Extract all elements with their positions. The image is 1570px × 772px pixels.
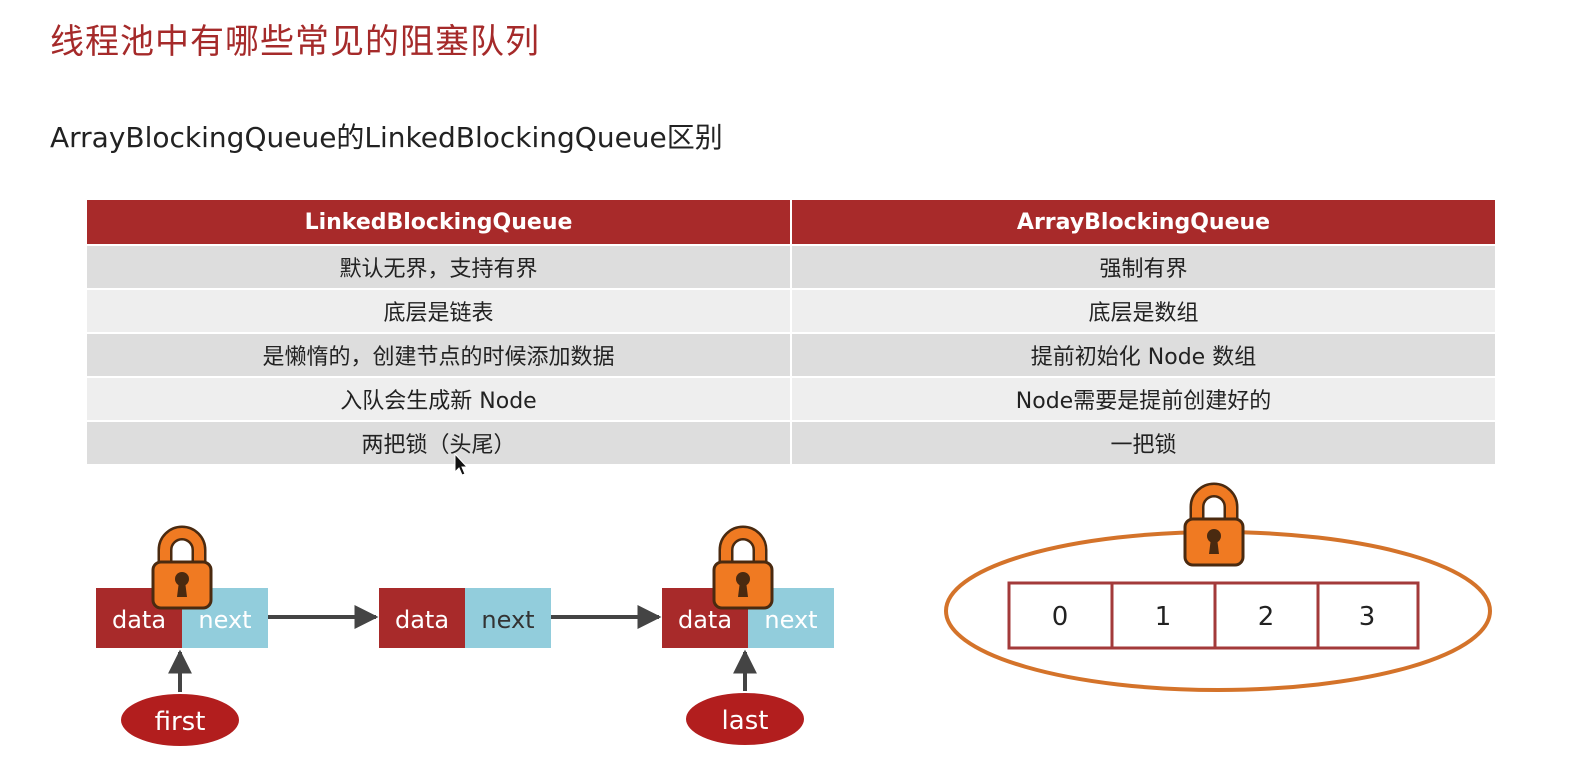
- first-pointer: [119, 692, 241, 748]
- node-next-label: next: [198, 606, 251, 634]
- node-next-label: next: [481, 606, 534, 634]
- node-data-label: data: [112, 606, 166, 634]
- slide-title: 线程池中有哪些常见的阻塞队列: [50, 22, 540, 62]
- array-cell-label: 0: [1052, 602, 1069, 632]
- array-diagram: 0 1 2 3: [944, 490, 1492, 692]
- table-row: 默认无界，支持有界 强制有界: [87, 244, 1495, 289]
- table-cell: 一把锁: [791, 420, 1495, 464]
- last-pointer: [684, 691, 806, 747]
- node-data-label: data: [678, 606, 732, 634]
- node-next-cell: [465, 588, 551, 648]
- list-node-2: data next: [379, 588, 551, 648]
- table-row: 入队会生成新 Node Node需要是提前创建好的: [87, 376, 1495, 421]
- table-cell: 提前初始化 Node 数组: [791, 332, 1495, 377]
- mouse-cursor-icon: [454, 452, 469, 476]
- array-cell: [1007, 581, 1114, 650]
- table-cell: 底层是数组: [791, 288, 1495, 333]
- table-header-row: LinkedBlockingQueue ArrayBlockingQueue: [87, 200, 1495, 245]
- table-cell: 两把锁（头尾）: [87, 420, 792, 464]
- table-cell: 入队会生成新 Node: [87, 376, 792, 421]
- array-cell-label: 1: [1155, 602, 1172, 632]
- node-data-cell: [379, 588, 465, 648]
- linked-list-diagram: data next data next data next first last: [96, 533, 834, 748]
- table-cell: 底层是链表: [87, 288, 792, 333]
- array-cell: [1213, 581, 1320, 650]
- array-cell-label: 2: [1258, 602, 1275, 632]
- last-pointer-label: last: [722, 706, 769, 736]
- slide-subtitle: ArrayBlockingQueue的LinkedBlockingQueue区别: [50, 121, 723, 154]
- table-row: 两把锁（头尾） 一把锁: [87, 420, 1495, 464]
- header-array: ArrayBlockingQueue: [791, 200, 1495, 245]
- array-lock-icon: [1185, 490, 1243, 565]
- tail-lock-icon: [714, 533, 772, 608]
- head-lock-icon: [153, 533, 211, 608]
- array-cell-label: 3: [1359, 602, 1376, 632]
- table-cell: 默认无界，支持有界: [87, 244, 792, 289]
- node-next-label: next: [764, 606, 817, 634]
- table-cell: 强制有界: [791, 244, 1495, 289]
- array-cell: [1316, 581, 1420, 650]
- table-row: 底层是链表 底层是数组: [87, 288, 1495, 333]
- comparison-table: LinkedBlockingQueue ArrayBlockingQueue 默…: [87, 200, 1495, 464]
- table-row: 是懒惰的，创建节点的时候添加数据 提前初始化 Node 数组: [87, 332, 1495, 377]
- node-data-label: data: [395, 606, 449, 634]
- first-pointer-label: first: [155, 707, 206, 737]
- header-linked: LinkedBlockingQueue: [87, 200, 792, 245]
- table-cell: Node需要是提前创建好的: [791, 376, 1495, 421]
- table-cell: 是懒惰的，创建节点的时候添加数据: [87, 332, 792, 377]
